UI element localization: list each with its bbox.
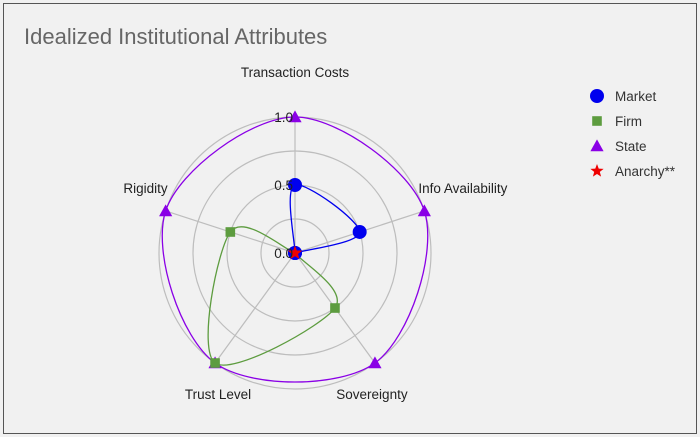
legend-label-firm: Firm — [615, 114, 642, 129]
point-firm-5 — [225, 227, 236, 237]
axis-label-2: Info Availability — [418, 181, 507, 196]
tick-label-2: 0.5 — [274, 178, 293, 193]
legend-label-market: Market — [615, 89, 657, 104]
point-state-1 — [288, 110, 302, 123]
series-line-market — [289, 184, 361, 259]
legend-label-anarchy: Anarchy** — [615, 164, 676, 179]
axis-label-3: Sovereignty — [336, 387, 408, 402]
chart-title: Idealized Institutional Attributes — [24, 24, 327, 49]
point-firm-3 — [330, 303, 340, 313]
point-firm-4 — [210, 358, 220, 368]
legend-marker-state — [590, 139, 604, 152]
legend-marker-firm — [592, 116, 602, 126]
axis-label-5: Rigidity — [123, 181, 168, 196]
series-line-state — [161, 116, 429, 383]
legend-label-state: State — [615, 139, 647, 154]
axis-label-4: Trust Level — [185, 387, 251, 402]
tick-label-1: 0.0 — [274, 246, 293, 261]
legend-marker-market — [590, 89, 604, 103]
point-market-2 — [352, 224, 367, 239]
axis-label-1: Transaction Costs — [241, 65, 350, 80]
series-layer — [159, 110, 431, 383]
point-market-1 — [288, 178, 302, 192]
tick-label-3: 1.0 — [274, 110, 293, 125]
spoke-4 — [214, 252, 296, 364]
point-anarchy-5 — [288, 246, 302, 259]
point-state-3 — [368, 356, 382, 369]
radar-chart: Idealized Institutional Attributes 0.00.… — [24, 24, 676, 402]
point-state-5 — [159, 204, 173, 217]
legend-marker-anarchy — [590, 164, 604, 177]
point-state-2 — [417, 204, 431, 217]
